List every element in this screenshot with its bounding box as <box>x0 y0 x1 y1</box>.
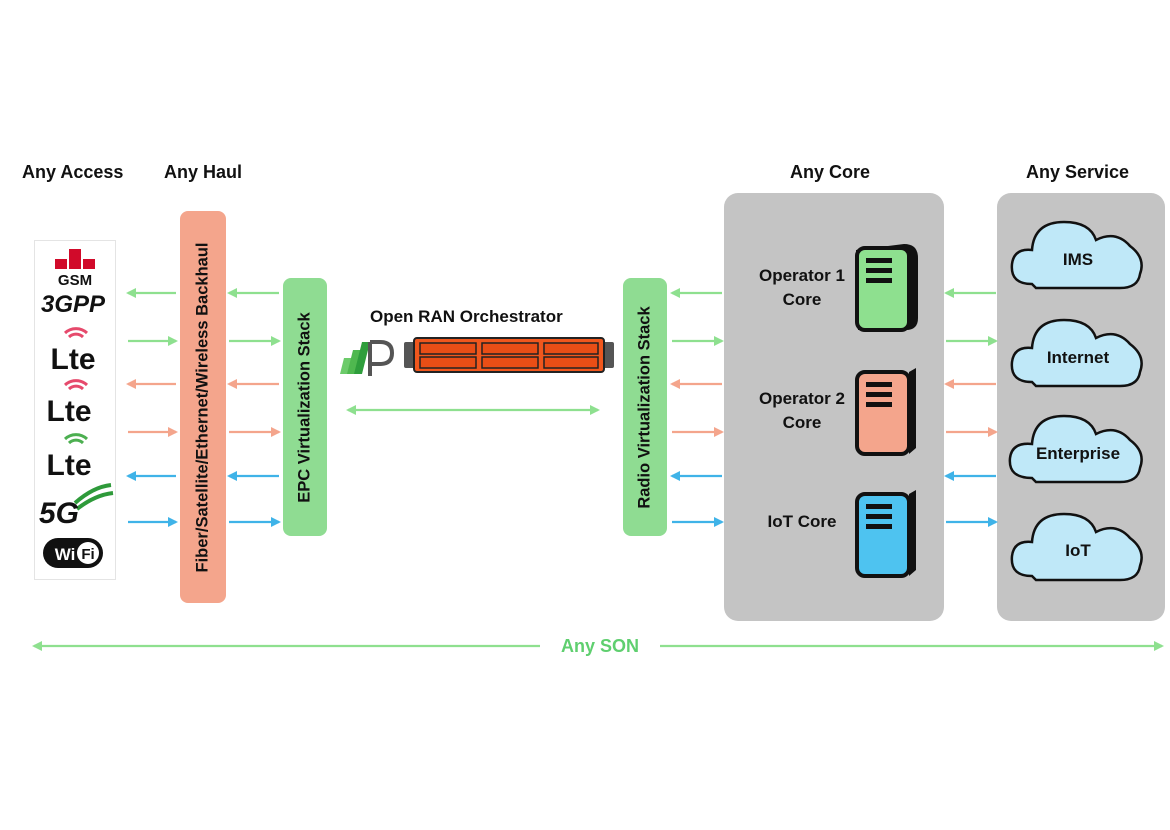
core-label-operator1: Operator 1 Core <box>736 264 868 312</box>
server-tower-icon-iot <box>855 490 916 578</box>
core-2-line2: Core <box>782 413 822 432</box>
svg-text:Lte: Lte <box>47 449 92 479</box>
core-label-iot: IoT Core <box>736 510 868 534</box>
orchestrator-title: Open RAN Orchestrator <box>370 307 563 326</box>
svg-text:5G: 5G <box>39 497 79 529</box>
backhaul-bar: Fiber/Satellite/Ethernet/Wireless Backha… <box>180 211 226 603</box>
cloud-icon-internet <box>1010 318 1143 388</box>
server-tower-icon-operator2 <box>855 368 916 456</box>
access-logos-panel: GSM 3GPP Lte Lte Lte <box>34 240 116 580</box>
epc-virtualization-bar: EPC Virtualization Stack <box>283 278 327 536</box>
5g-logo: 5G <box>35 481 115 530</box>
header-any-haul: Any Haul <box>164 162 243 182</box>
core-2-line1: Operator 2 <box>759 389 845 408</box>
core-3-line1: IoT Core <box>767 512 837 531</box>
lte-advanced-pro-logo: Lte <box>35 429 115 482</box>
gsm-logo: GSM <box>35 247 115 289</box>
lte-advanced-logo: Lte <box>35 375 115 428</box>
any-son-label: Any SON <box>540 636 660 657</box>
cloud-icon-enterprise <box>1008 414 1143 484</box>
core-label-operator2: Operator 2 Core <box>736 387 868 435</box>
wifi-logo: Wi Fi <box>35 533 115 573</box>
lte-logo: Lte <box>35 323 115 376</box>
svg-text:Lte: Lte <box>51 343 96 373</box>
parallel-wireless-logo-icon <box>340 340 395 376</box>
server-tower-icon-operator1 <box>855 244 918 332</box>
svg-text:3GPP: 3GPP <box>41 291 106 318</box>
service-label-ims: IMS <box>1062 250 1094 269</box>
service-arrows <box>944 288 998 527</box>
cloud-icon-ims <box>1010 220 1143 290</box>
service-label-enterprise: Enterprise <box>1035 444 1121 463</box>
core-1-line1: Operator 1 <box>759 266 845 285</box>
3gpp-logo: 3GPP <box>35 287 115 321</box>
svg-text:GSM: GSM <box>58 272 92 289</box>
core-1-line2: Core <box>782 290 822 309</box>
access-arrows <box>126 288 281 527</box>
header-any-core: Any Core <box>790 162 871 182</box>
svg-text:Lte: Lte <box>47 395 92 425</box>
svg-text:Fi: Fi <box>81 546 94 563</box>
svg-text:Wi: Wi <box>55 545 76 564</box>
header-any-service: Any Service <box>1026 162 1130 182</box>
service-label-iot: IoT <box>1065 541 1091 560</box>
cloud-icon-iot <box>1010 512 1143 582</box>
rack-server-icon <box>404 337 614 373</box>
radio-virtualization-bar: Radio Virtualization Stack <box>623 278 667 536</box>
core-arrows <box>670 288 724 527</box>
header-any-access: Any Access <box>22 162 124 182</box>
service-label-internet: Internet <box>1046 348 1110 367</box>
